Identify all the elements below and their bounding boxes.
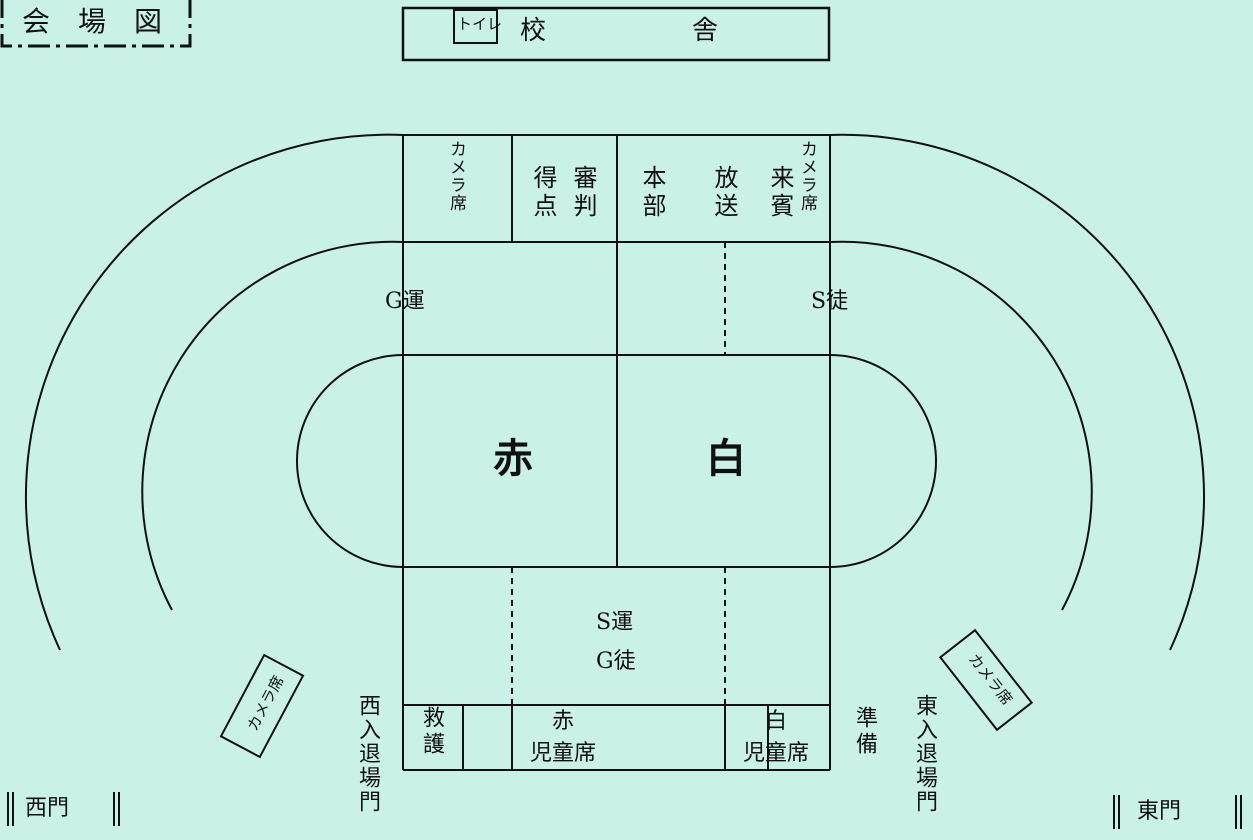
west-gate: 西門 — [25, 796, 70, 821]
team-white: 白 — [706, 436, 746, 482]
camera-booth-left — [219, 653, 305, 759]
camera-booth-right — [938, 628, 1034, 732]
judging-tent: 審判 — [569, 165, 597, 221]
school-label-1: 校 — [520, 16, 547, 46]
middle-lane — [141, 240, 1093, 611]
page-title: 会 場 図 — [22, 5, 163, 38]
prep-tent: 準備 — [852, 706, 877, 758]
east-entrance: 東入退場門 — [912, 694, 937, 814]
toilet-box — [453, 9, 498, 44]
first-aid-tent: 救護 — [419, 706, 444, 758]
s-un-seat: S運 — [596, 610, 634, 635]
school-building — [401, 6, 831, 62]
s-to-seat: S徒 — [811, 289, 849, 314]
broadcast-tent: 放送 — [710, 165, 738, 221]
west-entrance: 西入退場門 — [355, 694, 380, 814]
scoring-tent: 得点 — [529, 165, 557, 221]
white-children-seats: 白 児童席 — [743, 709, 810, 766]
title-box — [0, 0, 192, 48]
camera-seat-left: カメラ席 — [446, 140, 466, 212]
east-gate: 東門 — [1137, 799, 1182, 824]
g-un-seat: G運 — [385, 289, 425, 314]
g-to-seat: G徒 — [596, 649, 636, 674]
outer-track — [24, 133, 1206, 651]
school-label-2: 舎 — [692, 16, 719, 46]
hq-tent: 本部 — [638, 165, 666, 221]
camera-seat-right: カメラ席 — [797, 140, 817, 212]
guest-tent: 来賓 — [766, 165, 794, 221]
red-children-seats: 赤 児童席 — [530, 709, 597, 766]
team-red: 赤 — [493, 436, 533, 482]
toilet-label: トイレ — [457, 15, 503, 33]
